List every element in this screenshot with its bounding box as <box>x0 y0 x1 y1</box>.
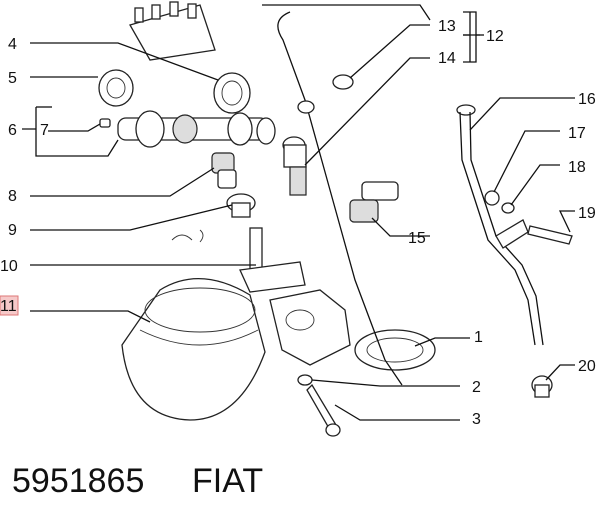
label-10: 10 <box>0 258 18 275</box>
part-14-plug <box>282 136 307 196</box>
label-12: 12 <box>486 28 504 45</box>
part-7-pin <box>99 118 111 128</box>
label-14: 14 <box>438 50 456 67</box>
part-16-tube <box>456 104 544 346</box>
label-19: 19 <box>578 205 596 222</box>
label-5: 5 <box>8 70 17 87</box>
part-17-nut <box>484 190 500 206</box>
part-11-oil-filter <box>121 277 266 421</box>
label-2: 2 <box>472 379 481 396</box>
part-15-fitting <box>349 181 399 223</box>
part-13-washer <box>332 74 354 90</box>
distributor-cap <box>129 1 216 61</box>
caption-part-number: 5951865 <box>12 462 144 500</box>
label-18: 18 <box>568 159 586 176</box>
label-8: 8 <box>8 188 17 205</box>
label-11-highlight <box>0 295 19 316</box>
part-20-grommet <box>531 375 553 398</box>
part-3-bolt <box>306 383 341 437</box>
label-4: 4 <box>8 36 17 53</box>
label-20: 20 <box>578 358 596 375</box>
part-13-dipstick <box>277 11 403 386</box>
part-8-gear <box>211 152 237 189</box>
part-1-strainer <box>354 329 436 371</box>
label-17: 17 <box>568 125 586 142</box>
part-2-washer <box>297 374 313 386</box>
part-9-sleeve <box>226 193 256 218</box>
label-11: 11 <box>0 298 17 315</box>
caption-brand: FIAT <box>192 462 263 500</box>
part-19-stud <box>527 225 573 245</box>
label-1: 1 <box>474 329 483 346</box>
label-9: 9 <box>8 222 17 239</box>
label-7: 7 <box>40 122 49 139</box>
label-15: 15 <box>408 230 426 247</box>
label-13: 13 <box>438 18 456 35</box>
part-4-bushing <box>213 72 251 114</box>
label-6: 6 <box>8 122 17 139</box>
label-16: 16 <box>578 91 596 108</box>
part-10-shaft <box>239 227 306 293</box>
leader-lines <box>22 4 575 421</box>
part-18-washer <box>501 202 515 214</box>
label-3: 3 <box>472 411 481 428</box>
oil-pump-body <box>269 289 351 366</box>
part-6-shaft <box>117 110 276 148</box>
part-5-bushing <box>98 69 134 107</box>
